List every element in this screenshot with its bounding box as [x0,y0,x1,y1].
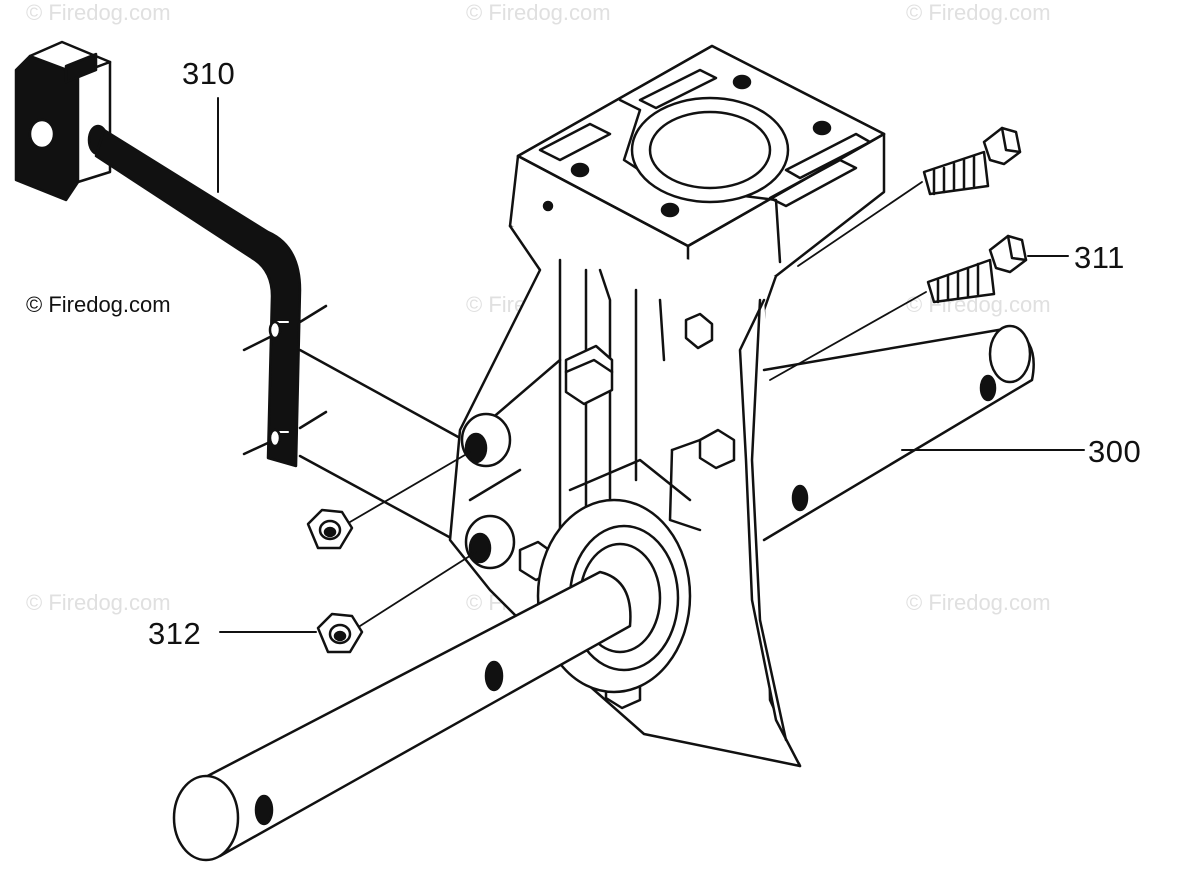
callout-300: 300 [1088,434,1142,469]
callout-310: 310 [182,56,236,91]
callout-311: 311 [1074,240,1125,275]
watermark-mid-left: © Firedog.com [26,292,171,317]
bracket-310 [14,40,464,546]
watermark-low-right: © Firedog.com [906,590,1051,615]
watermark-low-left: © Firedog.com [26,590,171,615]
nuts-312 [219,451,477,654]
watermark-top-center: © Firedog.com [466,0,611,25]
shaft-300 [172,324,1085,862]
callout-312: 312 [148,616,202,651]
bolts-311 [769,126,1069,381]
watermark-top-left: © Firedog.com [26,0,171,25]
gearbox-housing [448,44,886,768]
watermark-top-right: © Firedog.com [906,0,1051,25]
